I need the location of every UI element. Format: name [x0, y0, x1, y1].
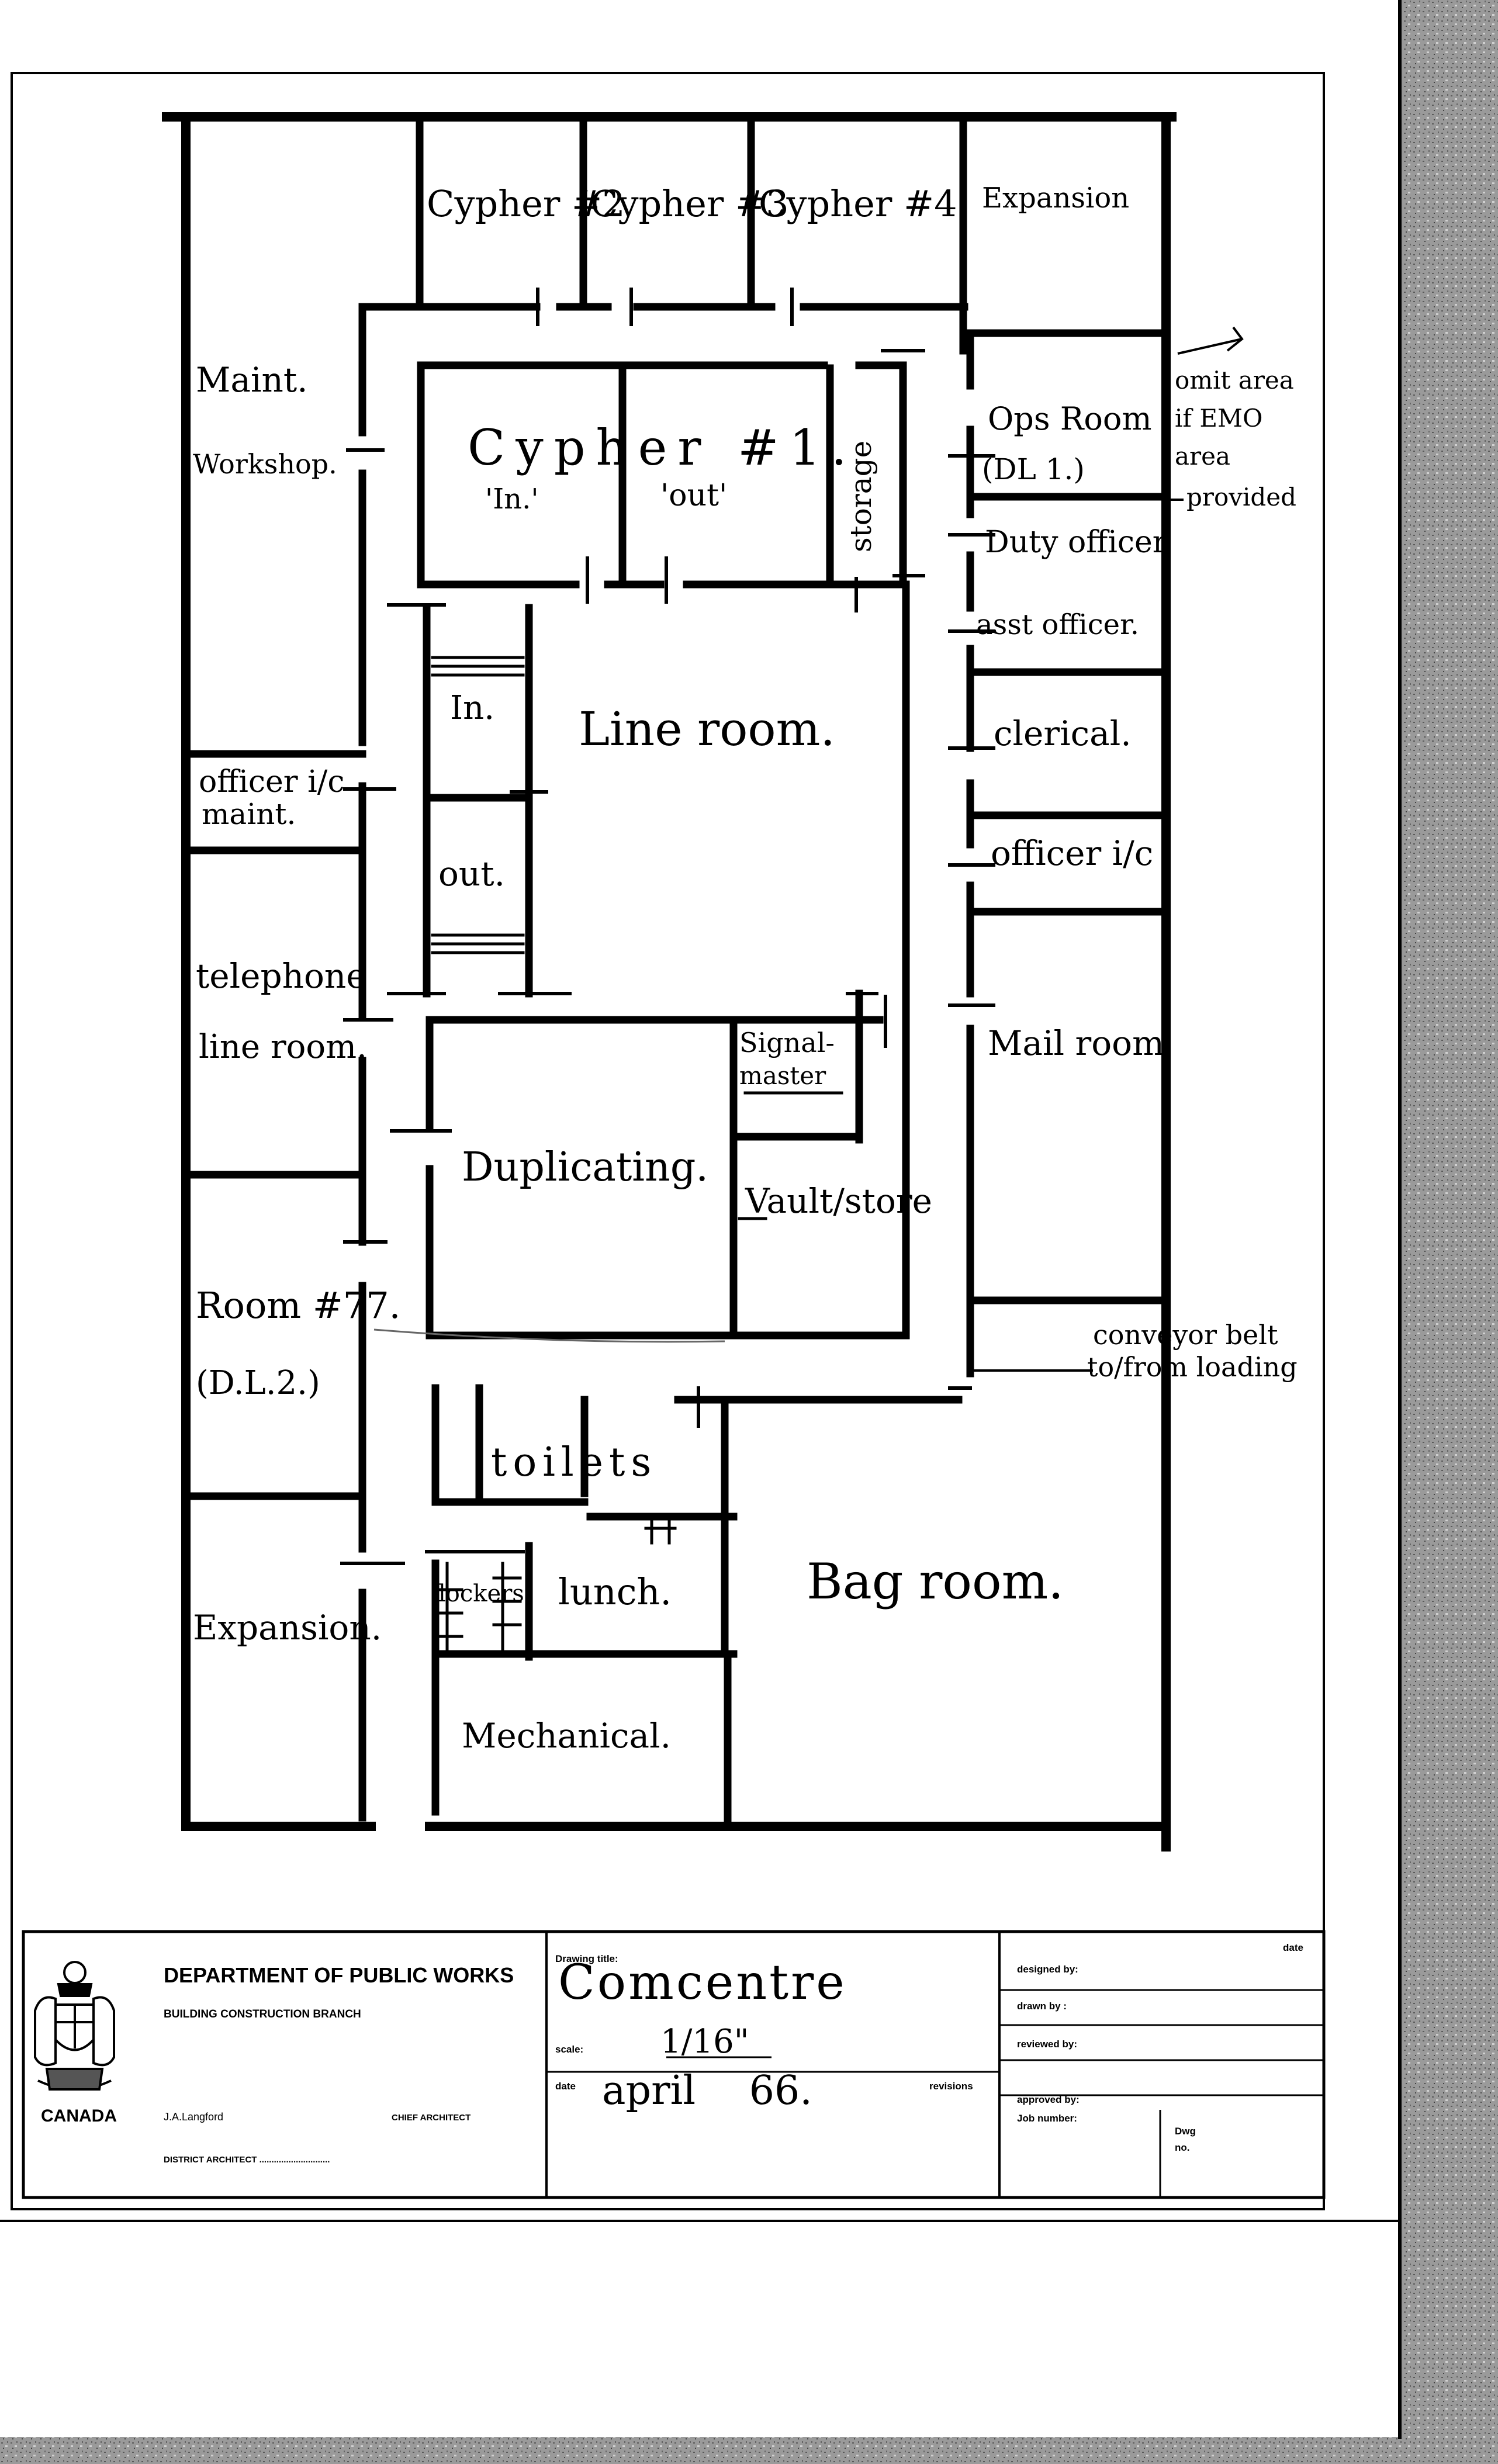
department-name: DEPARTMENT OF PUBLIC WORKS: [164, 1963, 514, 1987]
note-omit-area-4: provided: [1186, 483, 1296, 511]
scale-label: scale:: [555, 2044, 583, 2055]
drawing-border: [11, 72, 1325, 2210]
note-conveyor-1: conveyor belt: [1093, 1319, 1278, 1351]
room-label-cypher-1-in: 'In.': [485, 483, 539, 515]
corridor-hatch: [373, 1328, 725, 1343]
room-label-clerical: clerical.: [994, 714, 1132, 753]
room-label-officer-ic: officer i/c: [991, 833, 1153, 873]
room-label-mail-room: Mail room: [988, 1023, 1164, 1063]
coat-of-arms-logo: [34, 1961, 115, 2091]
scale-value: 1/16": [660, 2023, 749, 2061]
room-label-room-77-dl2: (D.L.2.): [196, 1364, 320, 1402]
date-value: april 66.: [602, 2068, 812, 2114]
room-label-duty-officer: Duty officer: [985, 525, 1167, 560]
room-label-ops-room: Ops Room: [988, 400, 1152, 437]
note-omit-area-3: area: [1175, 442, 1230, 470]
room-label-lockers: lockers: [438, 1580, 524, 1607]
note-omit-area-1: omit area: [1175, 366, 1294, 394]
note-omit-area-2: if EMO: [1175, 404, 1262, 432]
drawing-title-label: Drawing title:: [555, 1953, 618, 1964]
country-name: CANADA: [41, 2106, 117, 2126]
district-architect: DISTRICT ARCHITECT .....................…: [164, 2155, 330, 2165]
room-label-storage: storage: [844, 441, 878, 552]
chief-architect-name: J.A.Langford: [164, 2111, 223, 2123]
room-label-telephone-line-room: line room.: [199, 1028, 367, 1066]
room-label-ops-dl1: (DL 1.): [982, 452, 1085, 486]
scan-edge-right: [1400, 0, 1498, 2464]
room-label-cypher-4: Cypher #4.: [759, 182, 968, 225]
dwg-no-label: Dwg: [1175, 2126, 1196, 2137]
designed-by-label: designed by:: [1017, 1964, 1078, 1975]
room-label-signal-master-2: master: [739, 1061, 826, 1090]
room-label-lunch: lunch.: [558, 1570, 672, 1613]
room-label-line-room: Line room.: [579, 702, 835, 756]
room-label-maint: Maint.: [196, 360, 308, 400]
job-number-label: Job number:: [1017, 2113, 1077, 2124]
approved-by-label: approved by:: [1017, 2094, 1080, 2105]
room-label-officer-maint-2: maint.: [202, 797, 296, 831]
room-label-asst-officer: asst officer.: [976, 608, 1139, 641]
room-label-cypher-1: Cypher #1.: [468, 419, 857, 476]
room-label-line-in: In.: [450, 689, 494, 727]
room-label-telephone: telephone: [196, 956, 366, 996]
room-label-vault-store: Vault/store: [745, 1181, 932, 1221]
room-label-cypher-1-out: 'out': [660, 478, 727, 513]
room-label-bag-room: Bag room.: [807, 1553, 1064, 1610]
note-conveyor-2: to/from loading: [1087, 1351, 1298, 1383]
chief-architect-title: CHIEF ARCHITECT: [392, 2113, 470, 2123]
room-label-cypher-3: Cypher #3: [590, 182, 789, 225]
room-label-cypher-2: Cypher #2: [427, 182, 625, 225]
dwg-no-label-2: no.: [1175, 2142, 1190, 2153]
title-block: [22, 1930, 1326, 2199]
room-label-room-77: Room #77.: [196, 1284, 400, 1327]
omit-area-arrow: [1177, 326, 1244, 355]
room-label-workshop: Workshop.: [193, 448, 337, 480]
revisions-label: revisions: [929, 2081, 973, 2092]
scan-edge-bottom: [0, 2437, 1498, 2464]
room-label-toilets: toilets: [491, 1439, 657, 1486]
room-label-signal-master: Signal-: [739, 1027, 835, 1058]
branch-name: BUILDING CONSTRUCTION BRANCH: [164, 2008, 361, 2020]
date-header-label: date: [1283, 1942, 1303, 1953]
room-label-duplicating: Duplicating.: [462, 1144, 708, 1191]
room-label-line-out: out.: [438, 854, 505, 894]
drawn-by-label: drawn by :: [1017, 2001, 1067, 2012]
date-label: date: [555, 2081, 576, 2092]
room-label-mechanical: Mechanical.: [462, 1716, 671, 1756]
room-label-officer-maint: officer i/c: [199, 764, 344, 800]
floor-plan-walls: [162, 112, 1177, 1852]
room-label-expansion-left: Expansion.: [193, 1608, 382, 1648]
reviewed-by-label: reviewed by:: [1017, 2039, 1077, 2050]
drawing-title-value: Comcentre: [558, 1955, 847, 2010]
room-label-expansion-top: Expansion: [982, 182, 1129, 214]
